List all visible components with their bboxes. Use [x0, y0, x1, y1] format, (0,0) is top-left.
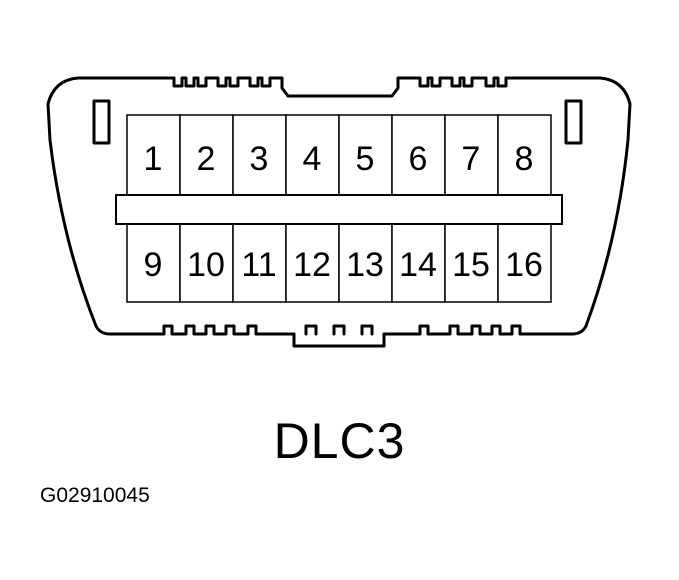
- pin-8-label: 8: [515, 140, 534, 178]
- figure-code: G02910045: [40, 484, 150, 507]
- pin-cell: [179, 114, 234, 196]
- pin-cell: [285, 223, 340, 303]
- pin-cell: [497, 223, 552, 303]
- pin-14-label: 14: [399, 246, 437, 284]
- pin-16-label: 16: [505, 246, 543, 284]
- bottom-latch-notches: [304, 324, 374, 336]
- pin-cell: [391, 114, 446, 196]
- pin-cell: [444, 114, 499, 196]
- pin-5-label: 5: [356, 140, 375, 178]
- pin-13-label: 13: [346, 246, 384, 284]
- pin-10-label: 10: [187, 246, 225, 284]
- pin-row-bottom: [126, 223, 552, 303]
- pin-cell: [391, 223, 446, 303]
- left-locating-rib: [92, 99, 111, 145]
- pin-cell: [338, 223, 393, 303]
- pin-cell: [497, 114, 552, 196]
- connector-title: DLC3: [273, 413, 406, 469]
- pin-2-label: 2: [197, 140, 216, 178]
- pin-6-label: 6: [409, 140, 428, 178]
- pin-cell: [338, 114, 393, 196]
- pin-15-label: 15: [452, 246, 490, 284]
- pin-12-label: 12: [293, 246, 331, 284]
- pin-3-label: 3: [250, 140, 269, 178]
- pin-row-top: [126, 114, 552, 196]
- pin-7-label: 7: [462, 140, 481, 178]
- pin-cell: [232, 223, 287, 303]
- connector-housing-outline: [46, 76, 632, 348]
- pin-4-label: 4: [303, 140, 322, 178]
- pin-11-label: 11: [241, 246, 276, 284]
- pin-9-label: 9: [144, 246, 163, 284]
- pin-cell: [232, 114, 287, 196]
- right-locating-rib: [564, 99, 583, 145]
- pin-1-label: 1: [144, 140, 163, 178]
- center-separator-bar: [115, 194, 563, 225]
